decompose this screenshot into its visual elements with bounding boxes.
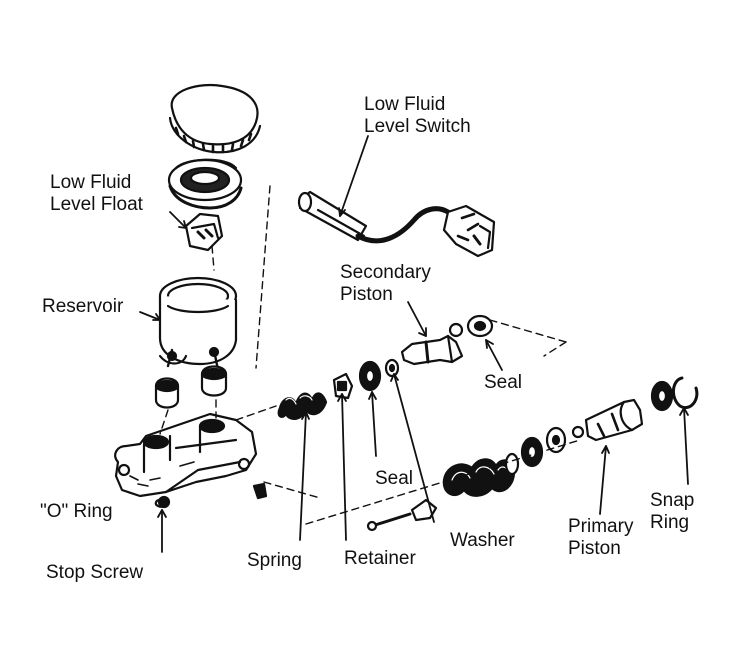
label-low-fluid-level-float: Low Fluid Level Float (50, 172, 143, 215)
label-retainer: Retainer (344, 548, 416, 569)
stop-screw-part (157, 482, 268, 509)
primary-seals (504, 425, 585, 476)
label-primary-piston: Primary Piston (568, 516, 634, 559)
label-seal-center: Seal (375, 468, 414, 489)
label-secondary-piston: Secondary Piston (340, 262, 431, 305)
label-low-fluid-level-switch: Low Fluid Level Switch (364, 94, 471, 137)
reservoir-grommets (154, 365, 228, 409)
low-fluid-level-float (169, 211, 224, 252)
label-snap-ring: Snap Ring (650, 490, 695, 533)
reservoir-cap (168, 83, 262, 154)
center-seals (332, 358, 400, 400)
label-washer: Washer (450, 530, 515, 551)
label-o-ring: "O" Ring (40, 501, 113, 522)
primary-piston-part (584, 376, 699, 442)
label-reservoir: Reservoir (42, 296, 124, 317)
assembly-lines (159, 185, 581, 525)
label-stop-screw: Stop Screw (46, 562, 144, 583)
reservoir-body (139, 276, 238, 372)
secondary-spring (277, 392, 328, 420)
leader-lines (157, 135, 689, 553)
reservoir-diaphragm (167, 158, 243, 210)
master-cylinder-body (114, 412, 258, 508)
low-fluid-level-switch (297, 190, 496, 258)
secondary-piston-part (400, 314, 494, 366)
label-seal-right: Seal (484, 372, 523, 393)
label-spring: Spring (247, 550, 302, 571)
